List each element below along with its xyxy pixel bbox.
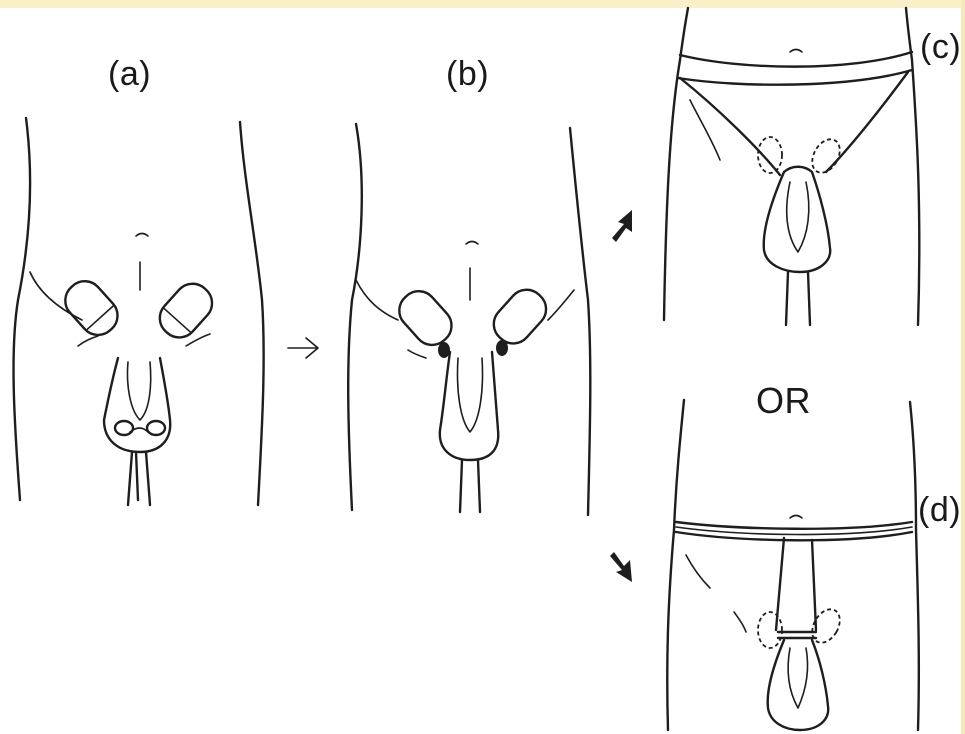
panel-b-right-body-contour (570, 128, 590, 515)
panel-a-left-pouch (58, 274, 125, 343)
panel-d-strap-band (778, 632, 816, 638)
panel-d-scrotum-inner (788, 648, 808, 708)
panel-b-label: (b) (446, 57, 489, 91)
panel-a-navel (136, 234, 148, 237)
panel-c-right-body-contour (906, 8, 919, 325)
panel-a-right-marker (147, 421, 165, 435)
panel-d-left-body-contour (667, 400, 684, 730)
panel-a-left-marker (115, 421, 133, 435)
arrow-a-to-b (288, 338, 318, 358)
panel-b-left-pouch (392, 284, 459, 353)
panel-b-right-testis-marker (496, 340, 508, 356)
panel-b-figure (348, 124, 590, 515)
panel-b-left-testis-marker (438, 342, 450, 358)
panel-b-left-hip-line (356, 280, 398, 320)
panel-c-underwear-right (826, 72, 908, 172)
panel-c-scrotum (764, 167, 830, 272)
panel-d-right-body-contour (910, 402, 919, 730)
panel-d-scrotum (768, 640, 829, 730)
panel-b-scrotum-inner (458, 358, 483, 432)
arrow-to-c (612, 210, 632, 242)
panel-a-left-hip-line (30, 272, 82, 320)
panel-a-label: (a) (108, 57, 151, 91)
panel-a-figure (14, 118, 264, 505)
panel-d-strap-right (812, 540, 816, 630)
panel-a-left-groin-line (78, 336, 98, 346)
panel-c-figure (664, 8, 919, 325)
panel-b-left-groin-line (408, 350, 426, 358)
panel-d-label: (d) (918, 493, 961, 527)
panel-a-right-body-contour (240, 122, 264, 505)
panel-d-navel (790, 516, 802, 519)
panel-d-left-groin-line (734, 612, 746, 632)
panel-a-left-body-contour (14, 118, 31, 500)
panel-c-underwear-left (680, 78, 780, 175)
panel-b-left-body-contour (348, 124, 362, 510)
panel-c-waistband (680, 52, 912, 67)
panel-c-penis (786, 272, 810, 325)
panel-b-right-hip-line (548, 290, 574, 320)
or-separator-label: OR (756, 383, 811, 419)
panel-c-waistband-lower (678, 70, 912, 85)
panel-d-figure (667, 400, 919, 730)
panel-c-scrotum-inner (787, 182, 809, 252)
panel-a-penis (128, 452, 150, 505)
panel-b-right-pouch (486, 282, 553, 351)
panel-c-label: (c) (920, 30, 961, 64)
panel-d-left-hip-line (686, 555, 710, 588)
panel-a-scrotum-inner (128, 362, 151, 420)
panel-a-right-groin-line (186, 334, 210, 346)
panel-d-belt-top (676, 522, 912, 529)
arrow-to-d (610, 552, 632, 582)
panel-d-belt-bottom (676, 532, 912, 540)
panel-b-penis (460, 460, 480, 512)
panel-c-left-body-contour (664, 8, 688, 320)
panel-c-navel (790, 50, 802, 53)
panel-a-scrotum (104, 358, 170, 452)
panel-d-left-testis-outline (758, 612, 782, 648)
panel-b-scrotum (440, 352, 498, 460)
panel-b-navel (466, 242, 478, 245)
